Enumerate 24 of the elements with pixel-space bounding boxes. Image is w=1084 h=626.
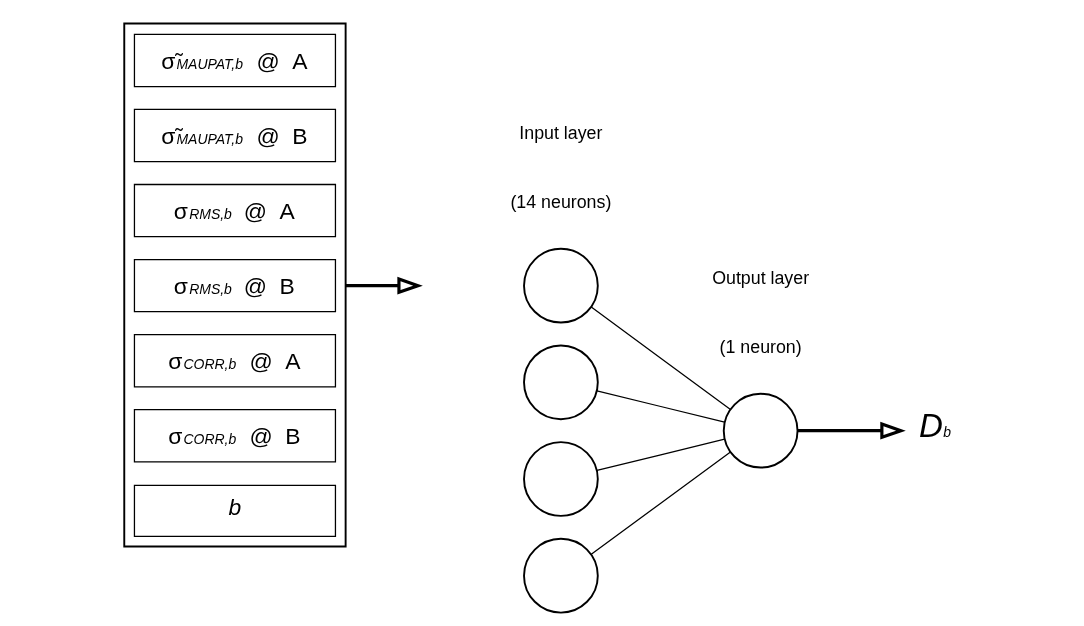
node-box: σRMS,b @ B: [133, 258, 337, 313]
node-box: σ̃MAUPAT,b @ B: [133, 108, 337, 163]
node-box: σ̃MAUPAT,b @ A: [133, 33, 337, 88]
label: (1 neuron): [719, 336, 802, 357]
label: Input layer: [519, 122, 603, 143]
connector: [596, 438, 726, 472]
cluster: [123, 22, 347, 548]
node-box: σRMS,b @ A: [133, 183, 337, 238]
node-box: σCORR,b @ A: [133, 334, 337, 388]
node-box: σCORR,b @ B: [133, 409, 337, 463]
label: Output layer: [712, 267, 810, 288]
node-circle: [523, 344, 599, 421]
connector: [590, 306, 732, 411]
connector: [596, 390, 726, 423]
node-circle: [523, 247, 599, 324]
node-circle: [722, 392, 799, 469]
connector: [590, 451, 732, 555]
arrow: [345, 276, 423, 295]
node-circle: [523, 441, 599, 517]
label: (14 neurons): [510, 191, 612, 212]
node-box: b: [133, 484, 337, 537]
node-circle: [523, 537, 599, 614]
arrow: [797, 421, 906, 440]
node-text: Db: [919, 407, 951, 445]
